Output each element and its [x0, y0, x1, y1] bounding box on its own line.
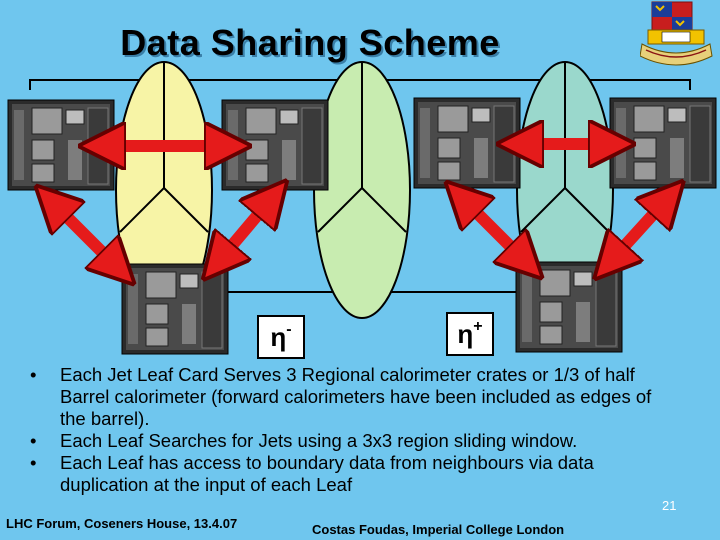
leaf-card-board-3 — [413, 97, 521, 189]
double-arrow-center-lower — [218, 198, 272, 262]
bullet-item: Each Leaf has access to boundary data fr… — [30, 452, 670, 496]
bullet-item: Each Leaf Searches for Jets using a 3x3 … — [30, 430, 670, 452]
bullet-list: Each Jet Leaf Card Serves 3 Regional cal… — [30, 364, 670, 496]
leaf-card-board-6 — [515, 261, 623, 353]
bullet-item: Each Jet Leaf Card Serves 3 Regional cal… — [30, 364, 670, 430]
double-arrow-right-center-lower — [462, 198, 526, 262]
eta-minus-label: η- — [257, 315, 305, 359]
imperial-college-crest-icon — [640, 1, 713, 66]
leaf-card-board-2 — [221, 99, 329, 191]
eta-plus-label: η+ — [446, 312, 494, 356]
page-number: 21 — [662, 498, 677, 513]
leaf-card-board-5 — [121, 263, 229, 355]
double-arrow-left-lower — [52, 202, 118, 268]
data-sharing-diagram — [7, 61, 717, 355]
double-arrow-right-lower — [610, 198, 668, 262]
footer-author: Costas Foudas, Imperial College London — [312, 522, 565, 537]
slide-title: Data Sharing Scheme — [120, 22, 500, 63]
leaf-card-board-4 — [609, 97, 717, 189]
footer-event: LHC Forum, Coseners House, 13.4.07 — [6, 516, 238, 531]
leaf-card-board-1 — [7, 99, 115, 191]
